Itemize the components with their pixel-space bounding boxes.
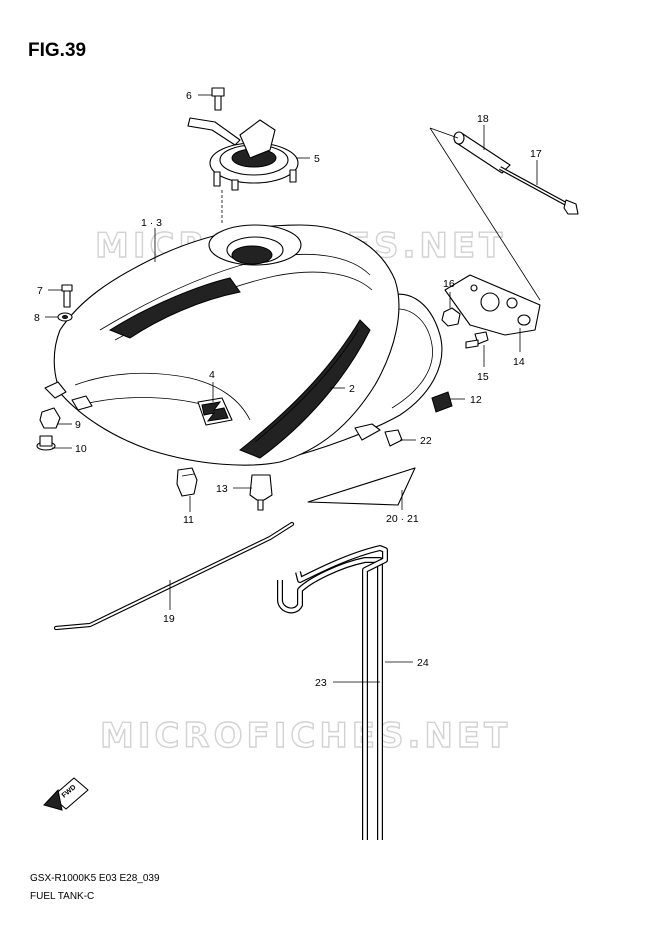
callout-10: 10: [75, 443, 87, 455]
callout-1-3: 1 · 3: [141, 217, 162, 229]
callout-11: 11: [183, 514, 194, 526]
footer-model-code: GSX-R1000K5 E03 E28_039: [30, 873, 160, 884]
nut-16: [441, 307, 461, 327]
callout-18: 18: [477, 113, 489, 125]
callout-17: 17: [530, 148, 542, 160]
fuel-tank: [44, 224, 443, 466]
callout-6: 6: [186, 90, 192, 102]
hose-24: [295, 545, 388, 840]
callout-4: 4: [209, 369, 215, 381]
callout-9: 9: [75, 419, 81, 431]
callout-2: 2: [349, 383, 355, 395]
fuel-cap-assembly: [187, 117, 299, 191]
callout-7: 7: [37, 285, 43, 297]
washer-8: [57, 312, 73, 322]
fitting-13: [249, 474, 273, 511]
collar-10: [36, 435, 56, 451]
hose-19: [53, 521, 295, 631]
callout-14: 14: [513, 356, 525, 368]
callout-22: 22: [420, 435, 432, 447]
pad-12: [431, 391, 453, 413]
callout-20-21: 20 · 21: [386, 513, 419, 525]
bolt-17: [499, 166, 579, 215]
watermark-bottom: MICROFICHES.NET: [100, 716, 511, 756]
callout-8: 8: [34, 312, 40, 324]
forward-arrow: FWD: [43, 777, 89, 811]
sleeve-14b: [517, 314, 531, 326]
hose-23: [277, 557, 383, 840]
emblem-4: [197, 397, 233, 426]
callout-24: 24: [417, 657, 429, 669]
figure-title: FIG.39: [28, 40, 87, 61]
footer-section-name: FUEL TANK-C: [30, 891, 95, 902]
bracket-14: [444, 274, 541, 336]
callout-15: 15: [477, 371, 489, 383]
cushion-11: [176, 467, 198, 497]
callout-12: 12: [470, 394, 482, 406]
callout-19: 19: [163, 613, 175, 625]
bolt-7: [61, 284, 73, 308]
callout-13: 13: [216, 483, 228, 495]
decal-20-21: [307, 467, 416, 506]
clip-22: [354, 423, 403, 447]
cushion-9: [39, 407, 61, 429]
callout-23: 23: [315, 677, 327, 689]
callout-5: 5: [314, 153, 320, 165]
pin-18: [453, 131, 511, 174]
bolt-15: [465, 331, 489, 349]
callout-16: 16: [443, 278, 455, 290]
bolt-6: [211, 87, 225, 111]
